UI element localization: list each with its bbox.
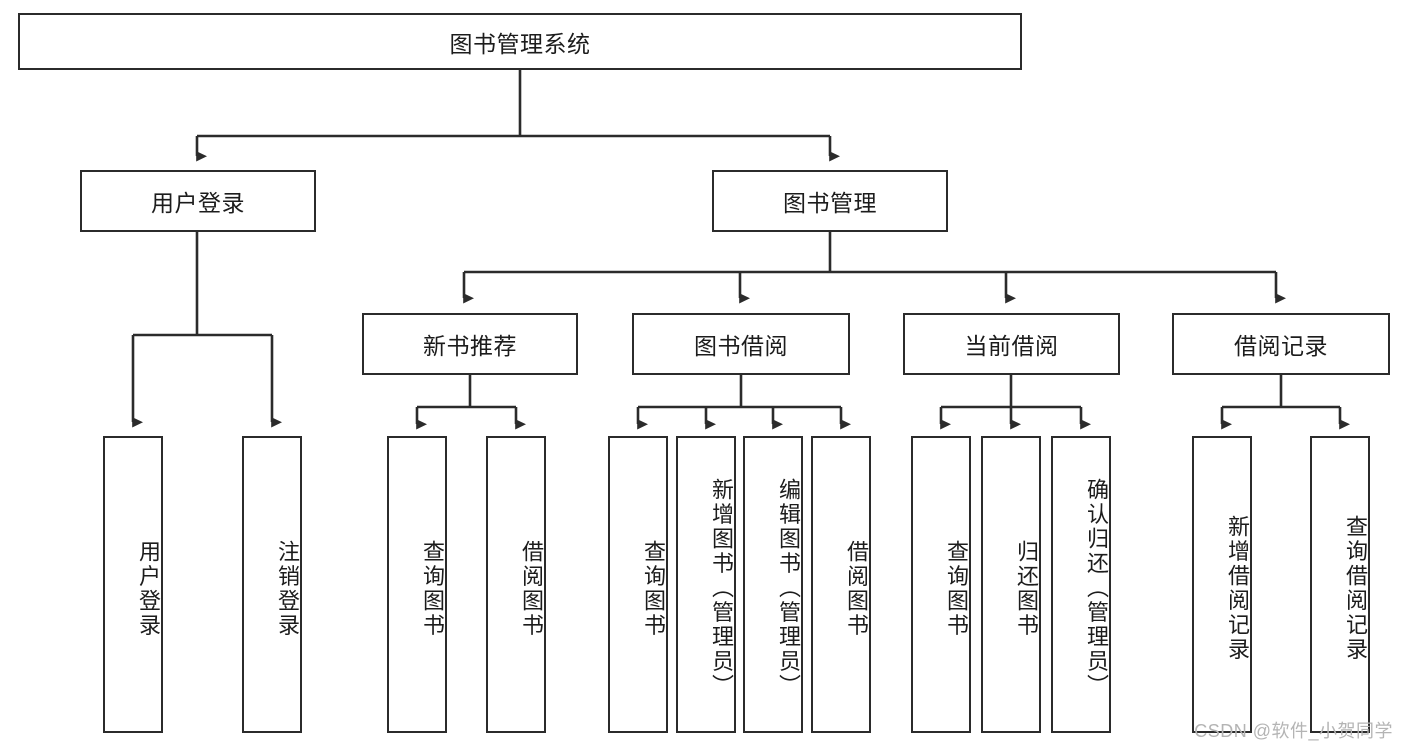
node-label: 查询借阅记录 bbox=[1343, 515, 1368, 662]
node-label: 用户登录 bbox=[151, 190, 245, 216]
node-label: 查询图书 bbox=[641, 539, 666, 638]
watermark-text: CSDN @软件_小贺同学 bbox=[1194, 721, 1393, 741]
node-label: 新增图书（管理员） bbox=[709, 478, 734, 699]
leaf-add-book-admin[interactable]: 新增图书（管理员） bbox=[676, 436, 736, 733]
node-label: 查询图书 bbox=[420, 539, 445, 638]
leaf-add-borrow-record[interactable]: 新增借阅记录 bbox=[1192, 436, 1252, 733]
node-label: 图书管理 bbox=[783, 190, 877, 216]
leaf-logout-login[interactable]: 注销登录 bbox=[242, 436, 302, 733]
node-new-book-recommendation[interactable]: 新书推荐 bbox=[362, 313, 578, 375]
node-label: 图书管理系统 bbox=[449, 30, 591, 57]
leaf-user-login[interactable]: 用户登录 bbox=[103, 436, 163, 733]
node-current-borrowing[interactable]: 当前借阅 bbox=[903, 313, 1120, 375]
leaf-query-books-borrow[interactable]: 查询图书 bbox=[608, 436, 668, 733]
node-root-book-management-system[interactable]: 图书管理系统 bbox=[18, 13, 1022, 70]
leaf-query-books-new-book[interactable]: 查询图书 bbox=[387, 436, 447, 733]
node-label: 新增借阅记录 bbox=[1225, 515, 1250, 662]
node-label: 确认归还（管理员） bbox=[1084, 478, 1109, 699]
node-book-borrowing[interactable]: 图书借阅 bbox=[632, 313, 850, 375]
leaf-query-borrow-record[interactable]: 查询借阅记录 bbox=[1310, 436, 1370, 733]
node-label: 借阅图书 bbox=[844, 539, 869, 638]
leaf-return-books[interactable]: 归还图书 bbox=[981, 436, 1041, 733]
node-label: 注销登录 bbox=[275, 539, 300, 638]
leaf-borrow-books-new-book[interactable]: 借阅图书 bbox=[486, 436, 546, 733]
node-label: 查询图书 bbox=[944, 539, 969, 638]
leaf-borrow-books[interactable]: 借阅图书 bbox=[811, 436, 871, 733]
node-label: 编辑图书（管理员） bbox=[776, 478, 801, 699]
node-label: 新书推荐 bbox=[423, 333, 517, 359]
leaf-confirm-return-admin[interactable]: 确认归还（管理员） bbox=[1051, 436, 1111, 733]
node-label: 用户登录 bbox=[136, 539, 161, 638]
leaf-edit-book-admin[interactable]: 编辑图书（管理员） bbox=[743, 436, 803, 733]
node-label: 借阅记录 bbox=[1234, 333, 1328, 359]
leaf-query-books-current[interactable]: 查询图书 bbox=[911, 436, 971, 733]
node-label: 归还图书 bbox=[1014, 539, 1039, 638]
node-label: 当前借阅 bbox=[964, 333, 1059, 359]
node-label: 图书借阅 bbox=[694, 333, 788, 359]
node-book-management[interactable]: 图书管理 bbox=[712, 170, 948, 232]
node-label: 借阅图书 bbox=[519, 539, 544, 638]
node-user-login[interactable]: 用户登录 bbox=[80, 170, 316, 232]
node-borrowing-records[interactable]: 借阅记录 bbox=[1172, 313, 1390, 375]
